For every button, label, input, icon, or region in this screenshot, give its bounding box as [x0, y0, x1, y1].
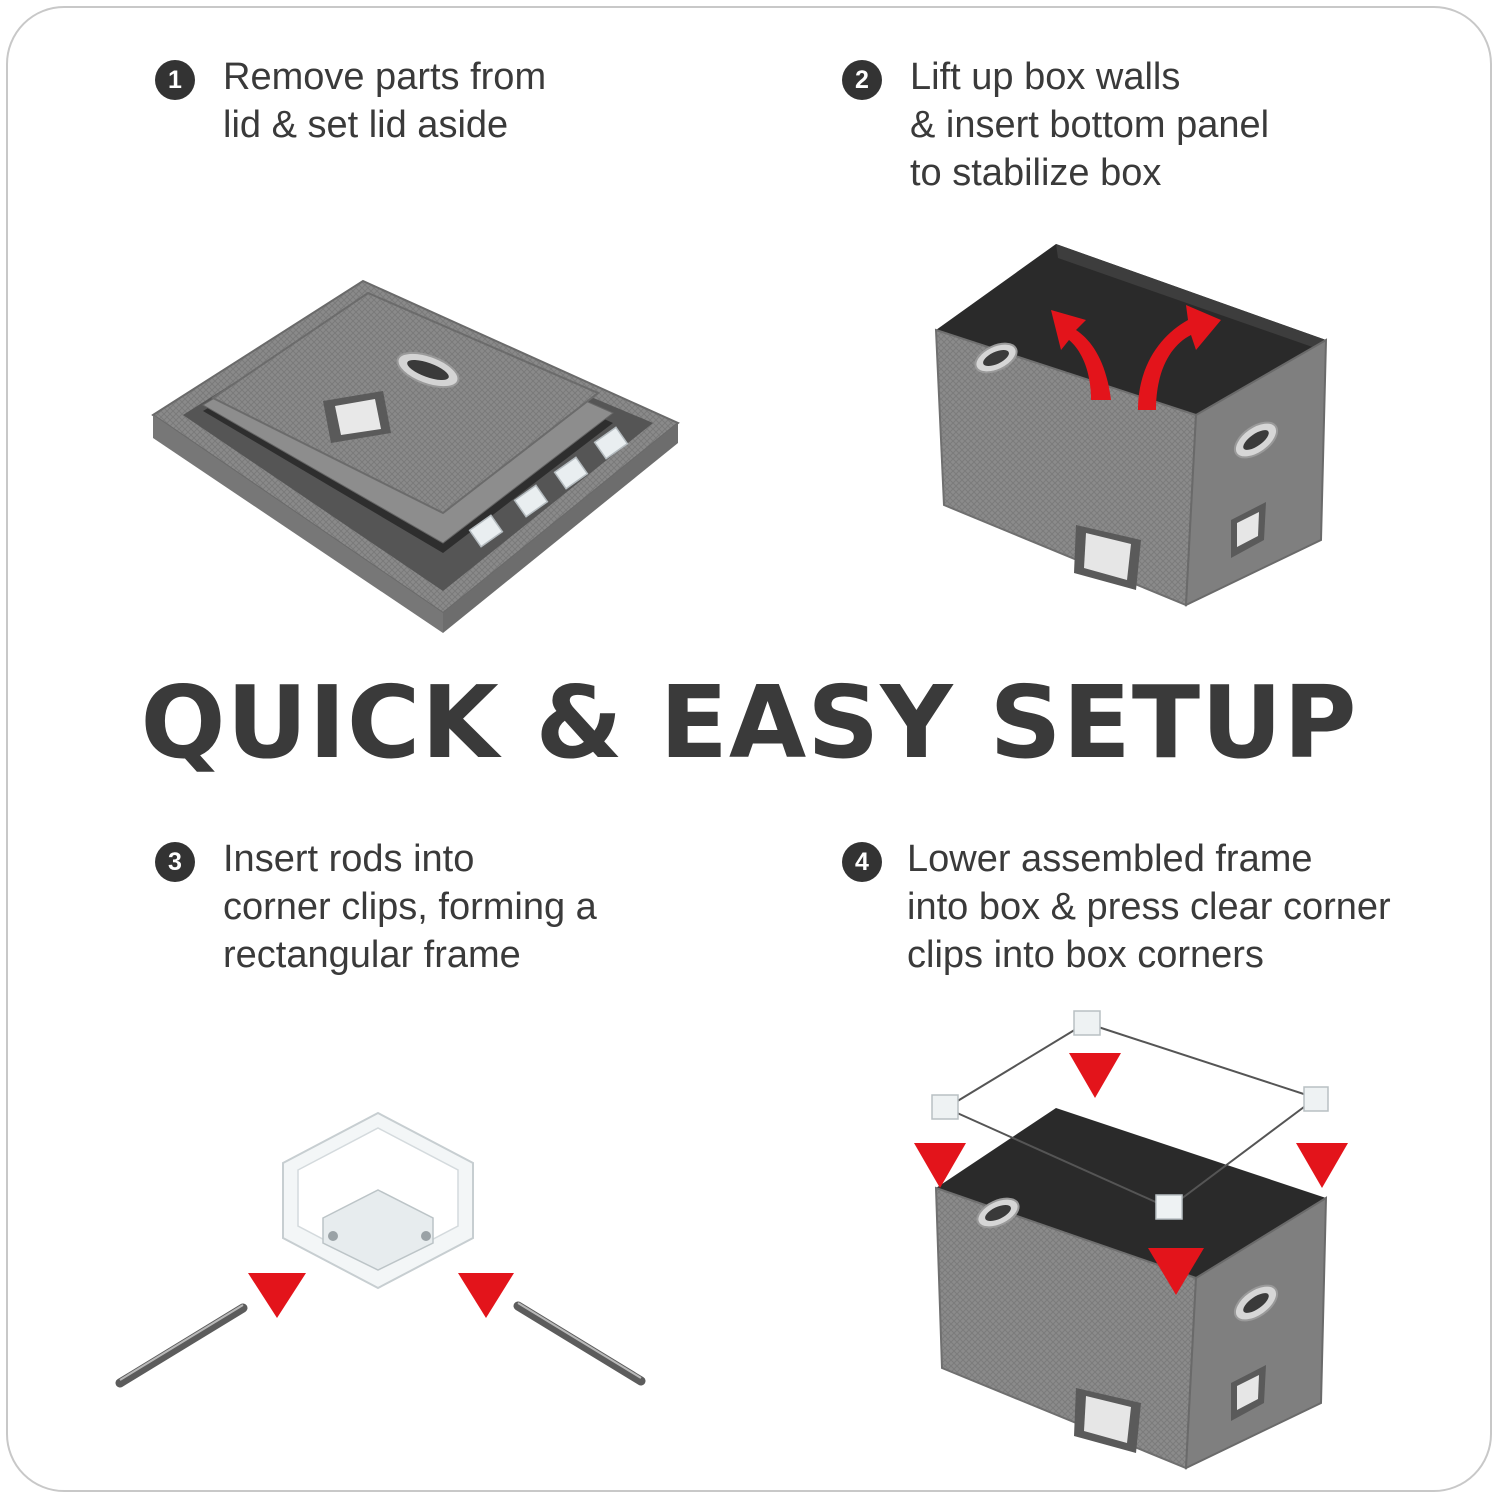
down-arrow-icon — [1069, 1053, 1121, 1098]
step-2-text: Lift up box walls & insert bottom panel … — [910, 53, 1269, 197]
step-1-line: lid & set lid aside — [223, 104, 509, 146]
step-number-badge: 4 — [842, 842, 882, 882]
step-number-badge: 1 — [155, 60, 195, 100]
step-4-line: into box & press clear corner — [907, 886, 1391, 928]
left-rod — [115, 1303, 248, 1388]
infographic-frame: 1 Remove parts from lid & set lid aside … — [6, 6, 1492, 1492]
lift-arrow-icon — [1051, 305, 1221, 410]
step-4-line: clips into box corners — [907, 934, 1264, 976]
step-3-line: Insert rods into — [223, 838, 475, 880]
step-number-badge: 3 — [155, 842, 195, 882]
step-2-line: to stabilize box — [910, 152, 1162, 194]
step-2-line: & insert bottom panel — [910, 104, 1270, 146]
frame-into-box-illustration — [914, 1010, 1348, 1470]
corner-clip-illustration — [115, 1111, 646, 1388]
down-arrow-icon — [248, 1273, 306, 1318]
headline: QUICK & EASY SETUP — [140, 664, 1358, 781]
down-arrow-icon — [1296, 1143, 1348, 1188]
step-3-text: Insert rods into corner clips, forming a… — [223, 835, 597, 979]
step-1-text: Remove parts from lid & set lid aside — [223, 53, 546, 149]
step-4-text: Lower assembled frame into box & press c… — [907, 835, 1391, 979]
step-3-line: corner clips, forming a — [223, 886, 597, 928]
step-2-line: Lift up box walls — [910, 56, 1181, 98]
step-4-line: Lower assembled frame — [907, 838, 1313, 880]
open-box-illustration — [934, 244, 1328, 607]
corner-clip-icon — [282, 1111, 474, 1290]
step-1-line: Remove parts from — [223, 56, 547, 98]
down-arrow-icon — [1148, 1248, 1204, 1295]
wire-frame — [945, 1022, 1317, 1209]
step-number-badge: 2 — [842, 60, 882, 100]
flat-packed-lid-illustration — [151, 279, 680, 633]
step-3-line: rectangular frame — [223, 934, 521, 976]
down-arrow-icon — [914, 1143, 966, 1188]
right-rod — [513, 1301, 646, 1386]
down-arrow-icon — [458, 1273, 514, 1318]
